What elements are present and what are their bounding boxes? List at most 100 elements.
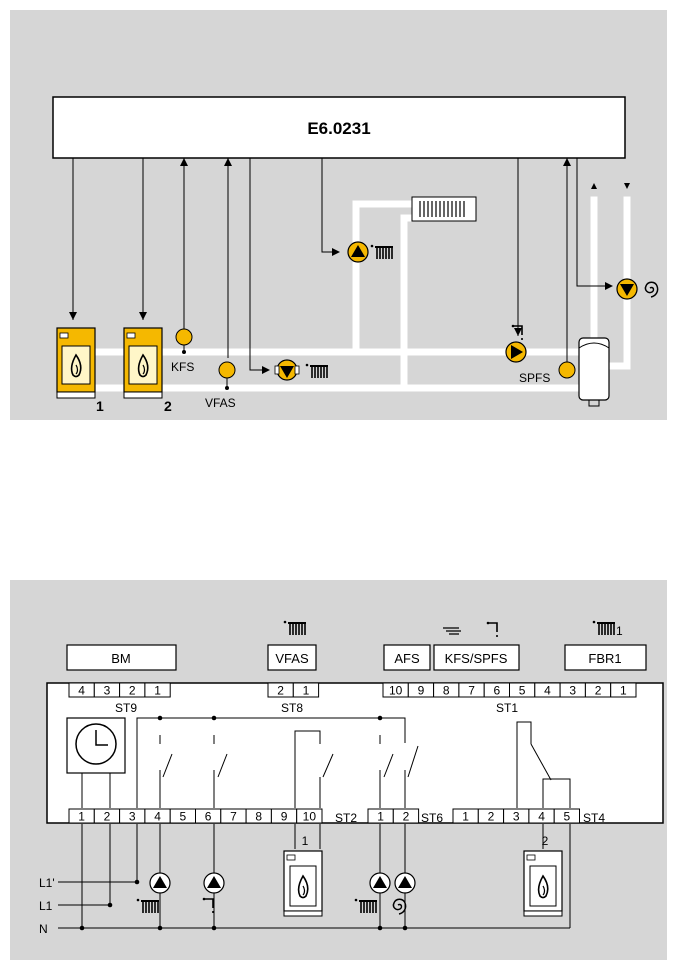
st9-strip-cell [144, 682, 171, 698]
st1-strip-pin: 1 [620, 684, 627, 698]
st2-strip-pin: 9 [281, 810, 288, 824]
bottom-boiler-2-number: 2 [542, 834, 549, 848]
bottom-boiler-1 [283, 850, 323, 917]
st2-strip-pin: 5 [180, 810, 187, 824]
bottom-boiler-1-number: 1 [302, 834, 309, 848]
module-vfas [267, 644, 317, 671]
st2-strip-pin: 7 [230, 810, 237, 824]
external-junctions [79, 879, 408, 931]
st2-strip-cell [296, 808, 323, 824]
circulation-pump [616, 278, 638, 300]
line-l1: L1 [39, 899, 53, 913]
kfs-sensor [175, 328, 193, 354]
st1-strip-pin: 5 [519, 684, 526, 698]
st1-label: ST1 [496, 701, 518, 715]
pipe-network [84, 196, 631, 392]
dhw-pump-output [203, 872, 225, 894]
st8-label: ST8 [281, 701, 303, 715]
st4-strip-pin: 5 [564, 810, 571, 824]
top-panel [10, 10, 667, 420]
boiler-1 [56, 327, 96, 399]
st6-strip-cell [392, 808, 420, 824]
line-l1p: L1' [39, 876, 55, 890]
boiler-2 [123, 327, 163, 399]
st2-strip-pin: 4 [154, 810, 161, 824]
st2-label: ST2 [335, 811, 357, 825]
signal-lines [72, 158, 611, 371]
dhw-tank [578, 337, 610, 407]
module-bm-label: BM [111, 651, 131, 666]
fbr1-suffix: 1 [616, 624, 623, 638]
st1-strip-cell [610, 682, 637, 698]
module-vfas-label: VFAS [275, 651, 309, 666]
internal-wiring [81, 717, 571, 808]
st9-strip-pin: 2 [129, 684, 136, 698]
st1-strip-pin: 6 [494, 684, 501, 698]
st2-strip-pin: 2 [104, 810, 111, 824]
vfas-sensor [218, 361, 236, 390]
signal-arrowheads [69, 158, 630, 374]
st4-strip-pin: 3 [513, 810, 520, 824]
st1-strip-pin: 4 [544, 684, 551, 698]
st9-label: ST9 [115, 701, 137, 715]
dhw-pump [505, 341, 527, 363]
st6-label: ST6 [421, 811, 443, 825]
line-n: N [39, 922, 48, 936]
st2-strip-pin: 10 [303, 810, 317, 824]
vent-icon [443, 627, 461, 635]
st1-strip-pin: 7 [468, 684, 475, 698]
controller-box [52, 96, 626, 159]
controller-housing [46, 682, 664, 824]
mixer-pump-output [369, 872, 391, 894]
st4-strip-cell [553, 808, 581, 824]
st8-strip-pin: 1 [303, 684, 310, 698]
circulation-pump-output [394, 872, 416, 894]
radiator [411, 196, 477, 222]
timer-clock-icon [66, 717, 126, 774]
st8-strip-cell [292, 682, 320, 698]
st1-strip-pin: 10 [389, 684, 403, 698]
vfas-label: VFAS [205, 396, 236, 410]
controller-label: E6.0231 [307, 119, 370, 138]
st2-strip-pin: 1 [78, 810, 85, 824]
st9-strip-pin: 1 [154, 684, 161, 698]
st4-strip-pin: 1 [462, 810, 469, 824]
heating-pump-output [149, 872, 171, 894]
st1-strip: 10 9 8 7 6 5 4 3 2 1 [382, 682, 637, 698]
st2-strip-pin: 3 [129, 810, 136, 824]
st2-strip-pin: 6 [205, 810, 212, 824]
st9-strip-pin: 3 [104, 684, 111, 698]
module-afs-label: AFS [394, 651, 420, 666]
spfs-label: SPFS [519, 371, 550, 385]
spfs-sensor [558, 361, 576, 379]
mixer-pump [274, 359, 300, 381]
module-afs [383, 644, 431, 671]
st1-strip-pin: 9 [418, 684, 425, 698]
module-bm [66, 644, 177, 671]
module-kfs-spfs-label: KFS/SPFS [445, 651, 508, 666]
kfs-label: KFS [171, 360, 194, 374]
st2-strip-pin: 8 [255, 810, 262, 824]
module-fbr1-label: FBR1 [588, 651, 621, 666]
st9-strip-pin: 4 [78, 684, 85, 698]
st4-label: ST4 [583, 811, 605, 825]
st1-strip-pin: 8 [443, 684, 450, 698]
st4-strip-pin: 2 [488, 810, 495, 824]
st9-strip: 4 3 2 1 [68, 682, 171, 698]
heating-pump [347, 241, 369, 263]
boiler-2-number: 2 [164, 398, 172, 414]
module-kfs-spfs [433, 644, 520, 671]
st8-strip-pin: 2 [277, 684, 284, 698]
st1-strip-pin: 3 [569, 684, 576, 698]
st1-strip-pin: 2 [595, 684, 602, 698]
st2-strip: 1 2 3 4 5 6 7 8 9 10 [68, 808, 323, 824]
wiring-junctions [157, 715, 383, 721]
boiler-1-number: 1 [96, 398, 104, 414]
st6-strip-pin: 2 [403, 810, 410, 824]
